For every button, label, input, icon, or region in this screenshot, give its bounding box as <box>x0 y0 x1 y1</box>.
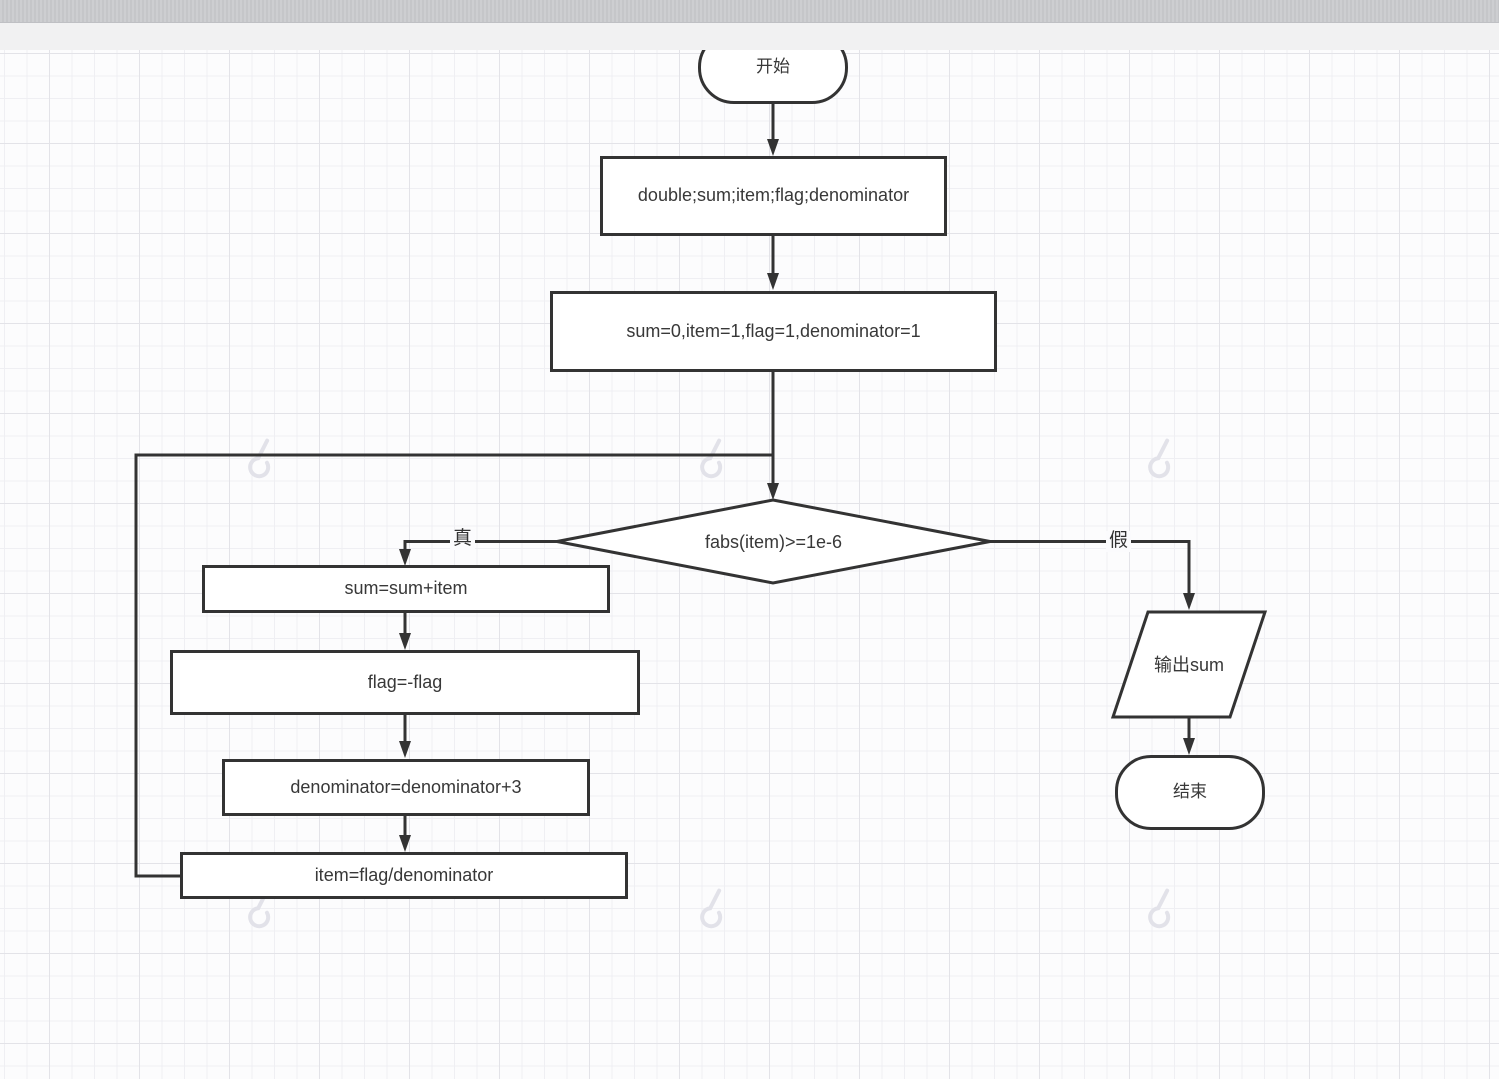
arrowhead <box>1183 593 1195 610</box>
init-vars-label: sum=0,item=1,flag=1,denominator=1 <box>626 320 921 341</box>
init-vars-node[interactable]: sum=0,item=1,flag=1,denominator=1 <box>550 291 997 372</box>
arrowhead <box>399 549 411 566</box>
arrowhead <box>767 139 779 156</box>
true-branch-label[interactable]: 真 <box>450 528 476 550</box>
declare-vars-node[interactable]: double;sum;item;flag;denominator <box>600 156 947 236</box>
window-top-bar <box>0 0 1499 23</box>
process-item-label: item=flag/denominator <box>314 864 494 885</box>
decision-node-label[interactable]: fabs(item)>=1e-6 <box>704 531 843 552</box>
arrowhead <box>767 483 779 500</box>
process-flag-label: flag=-flag <box>367 671 443 692</box>
arrowhead <box>399 633 411 650</box>
arrowhead <box>399 741 411 758</box>
process-flag-node[interactable]: flag=-flag <box>170 650 640 715</box>
output-parallelogram-shape[interactable] <box>1110 610 1268 719</box>
process-sum-node[interactable]: sum=sum+item <box>202 565 610 613</box>
arrowhead <box>1183 738 1195 755</box>
output-node-label[interactable]: 输出sum <box>1153 655 1224 675</box>
start-label: 开始 <box>756 57 790 77</box>
end-node[interactable]: 结束 <box>1115 755 1265 830</box>
edge-false-branch[interactable] <box>990 540 1191 595</box>
toolbar-strip <box>0 23 1499 50</box>
process-denominator-label: denominator=denominator+3 <box>290 776 522 797</box>
end-label: 结束 <box>1173 782 1207 802</box>
false-branch-label[interactable]: 假 <box>1106 530 1132 552</box>
process-item-node[interactable]: item=flag/denominator <box>180 852 628 899</box>
process-sum-label: sum=sum+item <box>344 578 468 599</box>
arrowhead <box>767 273 779 290</box>
declare-vars-label: double;sum;item;flag;denominator <box>637 185 910 206</box>
edge-true-branch[interactable] <box>403 540 557 551</box>
arrowhead <box>399 835 411 852</box>
edge-loop-back[interactable] <box>134 453 773 878</box>
decision-diamond-shape[interactable] <box>556 498 991 585</box>
process-denominator-node[interactable]: denominator=denominator+3 <box>222 759 590 816</box>
